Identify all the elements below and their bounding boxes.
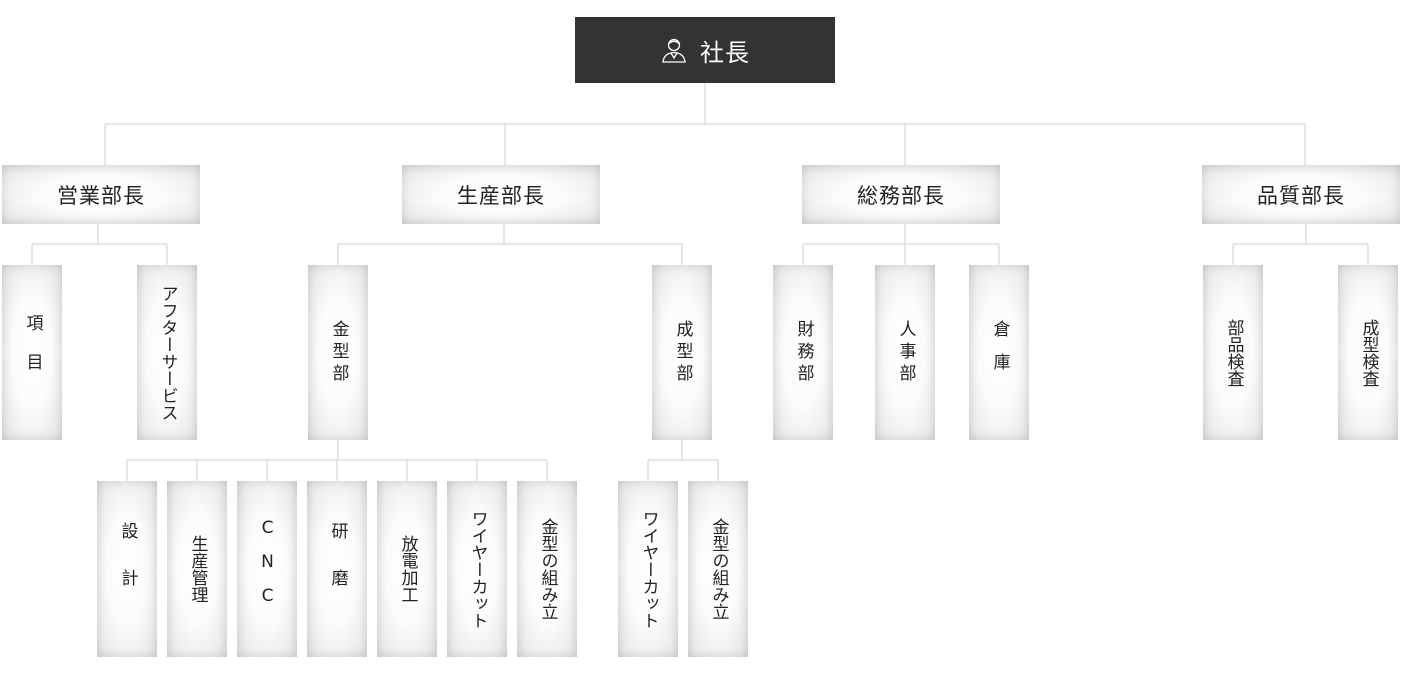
person-icon	[662, 38, 686, 63]
unit-mold: 金型部	[308, 265, 368, 440]
section-edm-label: 放電加工	[397, 535, 418, 603]
unit-after-service: アフターサービス	[137, 265, 197, 440]
unit-molding-inspection-label: 成型検査	[1358, 318, 1379, 387]
section-design-label: 設計	[117, 522, 138, 616]
ceo-label: 社長	[700, 38, 750, 67]
molding-section-wire-cut: ワイヤーカット	[618, 481, 678, 657]
unit-molding-label: 成型部	[672, 319, 693, 386]
section-wire-cut: ワイヤーカット	[447, 481, 507, 657]
head-production-label: 生産部長	[457, 183, 545, 208]
unit-after-service-label: アフターサービス	[157, 284, 178, 421]
section-cnc-label: CNC	[257, 518, 278, 620]
unit-finance: 財務部	[773, 265, 833, 440]
head-quality-label: 品質部長	[1257, 183, 1345, 208]
unit-items: 項目	[2, 265, 62, 440]
unit-mold-label: 金型部	[328, 319, 349, 386]
unit-hr-label: 人事部	[895, 319, 916, 386]
head-general-affairs: 総務部長	[802, 165, 1000, 224]
head-quality: 品質部長	[1202, 165, 1400, 224]
molding-section-assembly-label: 金型の組み立	[708, 518, 729, 620]
section-assembly-label: 金型の組み立	[537, 518, 558, 620]
head-production: 生産部長	[402, 165, 600, 224]
section-wire-cut-label: ワイヤーカット	[467, 509, 488, 629]
head-sales-label: 営業部長	[57, 183, 145, 208]
unit-hr: 人事部	[875, 265, 935, 440]
head-sales: 営業部長	[2, 165, 200, 224]
section-grinding: 研磨	[307, 481, 367, 657]
section-cnc: CNC	[237, 481, 297, 657]
unit-parts-inspection: 部品検査	[1203, 265, 1263, 440]
section-edm: 放電加工	[377, 481, 437, 657]
section-design: 設計	[97, 481, 157, 657]
unit-molding: 成型部	[652, 265, 712, 440]
ceo-box: 社長	[575, 17, 835, 83]
section-assembly: 金型の組み立	[517, 481, 577, 657]
unit-finance-label: 財務部	[793, 319, 814, 386]
section-production-control-label: 生産管理	[187, 535, 208, 603]
unit-warehouse-label: 倉庫	[989, 319, 1010, 386]
head-general-affairs-label: 総務部長	[857, 183, 945, 208]
unit-warehouse: 倉庫	[969, 265, 1029, 440]
unit-items-label: 項目	[22, 313, 43, 392]
molding-section-assembly: 金型の組み立	[688, 481, 748, 657]
unit-molding-inspection: 成型検査	[1338, 265, 1398, 440]
section-grinding-label: 研磨	[327, 522, 348, 616]
unit-parts-inspection-label: 部品検査	[1223, 318, 1244, 387]
section-production-control: 生産管理	[167, 481, 227, 657]
molding-section-wire-cut-label: ワイヤーカット	[638, 509, 659, 629]
